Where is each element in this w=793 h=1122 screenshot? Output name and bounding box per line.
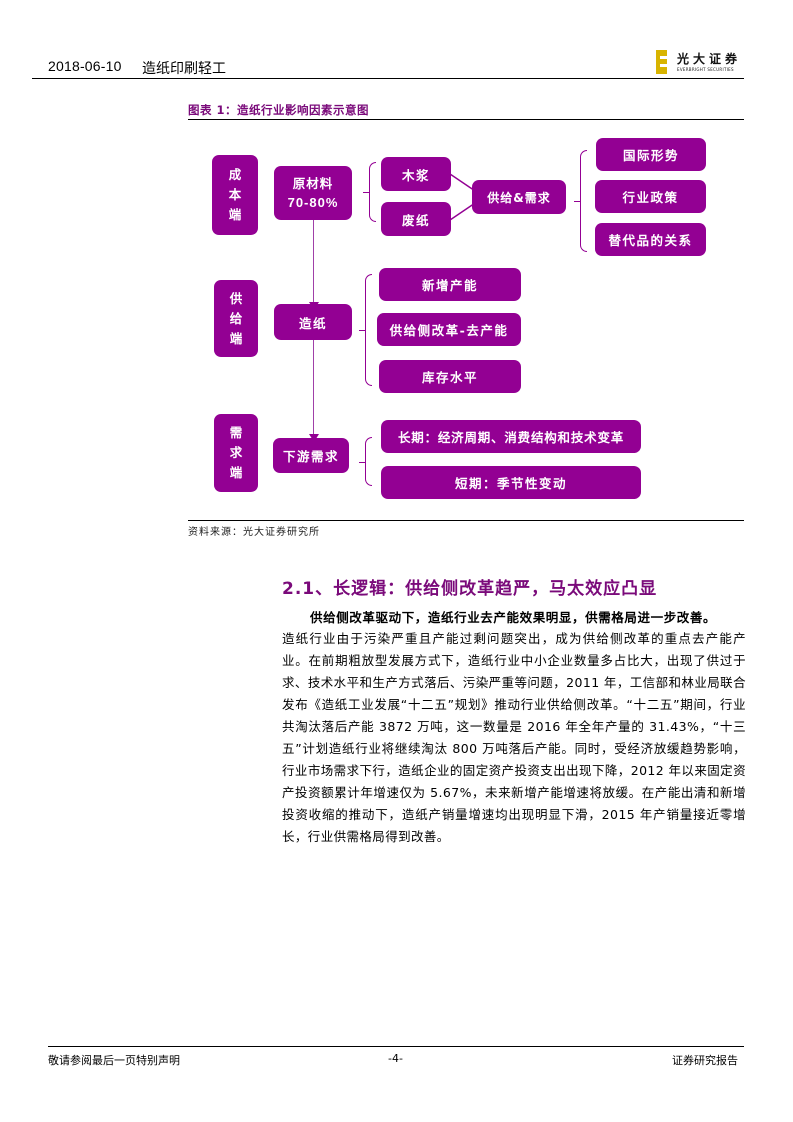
side-char: 求: [229, 445, 243, 460]
footer-disclaimer: 敬请参阅最后一页特别声明: [48, 1054, 180, 1067]
logo-en-text: EVERBRIGHT SECURITIES: [677, 67, 734, 72]
figure-source: 资料来源：光大证券研究所: [188, 527, 320, 538]
report-date: 2018-06-10: [48, 58, 122, 74]
side-char: 端: [229, 465, 243, 480]
company-logo: 光大证券 EVERBRIGHT SECURITIES: [656, 50, 756, 76]
factor-long-term: 长期：经济周期、消费结构和技术变革: [381, 420, 641, 453]
side-char: 给: [229, 310, 243, 326]
brace-raw-material: [363, 162, 376, 222]
side-label-demand: 需 求 端: [214, 414, 258, 492]
logo-cn-text: 光大证券: [677, 52, 742, 66]
node-papermaking: 造纸: [274, 304, 352, 340]
section-title: 2.1、长逻辑：供给侧改革趋严，马太效应凸显: [282, 579, 658, 599]
logo-mark-icon: [656, 50, 667, 74]
factor-inventory: 库存水平: [379, 360, 521, 393]
factor-short-term: 短期：季节性变动: [381, 466, 641, 499]
side-char: 成: [228, 167, 242, 182]
brace-demand: [359, 437, 372, 486]
section-body: 造纸行业由于污染严重且产能过剩问题突出，成为供给侧改革的重点去产能产业。在前期粗…: [282, 628, 746, 848]
side-char: 需: [229, 425, 243, 440]
side-label-cost: 成 本 端: [212, 155, 258, 235]
footer-doc-type: 证券研究报告: [672, 1054, 738, 1067]
node-downstream-demand: 下游需求: [273, 438, 349, 473]
factor-substitutes: 替代品的关系: [595, 223, 706, 256]
side-char: 端: [228, 207, 242, 222]
branch-wood-pulp: 木浆: [381, 157, 451, 191]
side-char: 供: [229, 290, 243, 306]
header-divider: [32, 78, 744, 79]
brace-papermaking: [359, 274, 372, 386]
side-char: 本: [228, 187, 242, 202]
side-label-supply: 供 给 端: [214, 280, 258, 357]
branch-waste-paper: 废纸: [381, 202, 451, 236]
factor-policy: 行业政策: [595, 180, 706, 213]
factor-international: 国际形势: [596, 138, 706, 171]
side-char: 端: [229, 330, 243, 346]
connector-line: [313, 340, 314, 436]
page-number: -4-: [388, 1052, 403, 1065]
connector-line: [313, 220, 314, 304]
node-value: 70-80%: [287, 195, 339, 210]
body-paragraph: 造纸行业由于污染严重且产能过剩问题突出，成为供给侧改革的重点去产能产业。在前期粗…: [282, 631, 746, 844]
influence-diagram: 成 本 端 原材料 70-80% 木浆 废纸 供给&需求 国际形势 行业政策 替…: [0, 0, 793, 520]
figure-top-rule: [188, 119, 744, 120]
node-label: 原材料: [292, 176, 334, 191]
node-supply-demand: 供给&需求: [472, 180, 566, 214]
factor-new-capacity: 新增产能: [379, 268, 521, 301]
report-sector: 造纸印刷轻工: [142, 61, 226, 77]
brace-supply-demand: [574, 150, 587, 252]
footer-divider: [48, 1046, 744, 1047]
figure-title: 图表 1：造纸行业影响因素示意图: [188, 103, 370, 117]
factor-supply-reform: 供给侧改革-去产能: [377, 313, 521, 346]
section-lead: 供给侧改革驱动下，造纸行业去产能效果明显，供需格局进一步改善。: [310, 610, 717, 625]
node-raw-material: 原材料 70-80%: [274, 166, 352, 220]
figure-bottom-rule: [188, 520, 744, 521]
